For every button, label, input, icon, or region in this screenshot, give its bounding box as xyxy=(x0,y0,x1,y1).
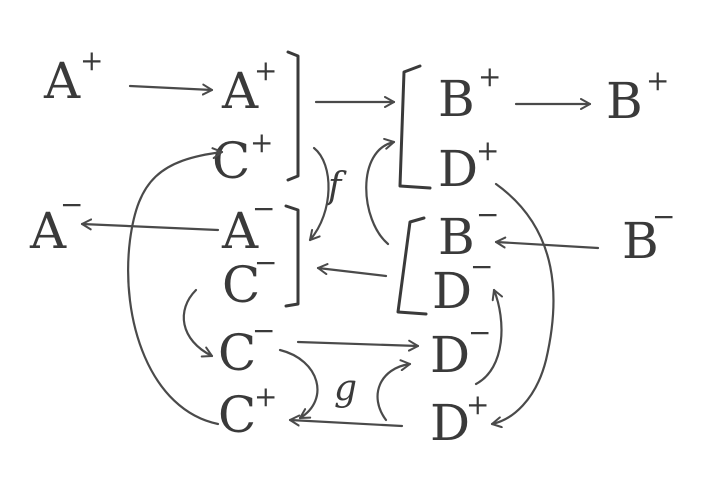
arrow-d-plus-to-d-minus xyxy=(376,359,412,422)
arrow-b-minus-up-curve xyxy=(365,137,396,246)
node-sup: − xyxy=(652,200,675,233)
node-base: A xyxy=(43,52,81,110)
arrow-d-plus-right-loop xyxy=(490,182,555,429)
node-sup: + xyxy=(250,126,273,159)
node-sup: + xyxy=(254,54,277,87)
node-a-plus-left: A + xyxy=(43,44,103,110)
node-base: C xyxy=(222,256,260,314)
node-c-plus-low: C + xyxy=(218,380,277,444)
node-sup: + xyxy=(80,44,103,77)
node-c-plus-top: C + xyxy=(212,126,273,190)
node-base: D xyxy=(438,140,478,198)
arrow-d-plus-up-right xyxy=(474,288,503,386)
arrow-f-curve xyxy=(308,146,330,242)
arrow-c-minus-down xyxy=(182,288,214,358)
arrow-c-plus-loop xyxy=(127,147,224,426)
bracket-right-top xyxy=(286,50,300,182)
arrow-a-plus-to-a-plus xyxy=(128,83,214,96)
node-sup: − xyxy=(252,192,275,225)
node-sup: − xyxy=(60,188,83,221)
arrow-d-plus-to-c-plus xyxy=(288,414,404,428)
node-sup: + xyxy=(476,134,499,167)
node-d-plus-low: D + xyxy=(430,388,489,452)
arrow-c-minus-to-d-minus xyxy=(296,339,420,352)
node-base: A xyxy=(29,202,67,260)
node-b-minus-right: B − xyxy=(622,200,675,270)
node-base: B xyxy=(622,212,659,270)
node-sup: + xyxy=(478,60,501,93)
node-c-minus-mid: C − xyxy=(222,246,277,314)
node-d-minus-low: D − xyxy=(430,316,491,384)
node-base: A xyxy=(221,62,259,120)
node-sup: − xyxy=(254,246,277,279)
arrow-a-minus-to-a-minus xyxy=(80,218,220,232)
node-base: C xyxy=(218,324,256,382)
arrow-g-curve xyxy=(278,348,319,420)
node-base: B xyxy=(438,70,475,128)
node-sup: − xyxy=(468,316,491,349)
node-a-minus-mid: A − xyxy=(221,192,275,260)
bracket-left-top xyxy=(398,64,432,190)
node-base: D xyxy=(432,262,472,320)
node-sup: + xyxy=(254,380,277,413)
node-base: C xyxy=(212,132,250,190)
node-b-plus-mid: B + xyxy=(438,60,501,128)
node-base: A xyxy=(221,202,259,260)
bracket-right-bottom xyxy=(284,204,300,308)
node-b-minus-mid: B − xyxy=(438,198,499,266)
node-base: B xyxy=(606,72,643,130)
node-base: D xyxy=(430,326,470,384)
node-base: B xyxy=(438,208,475,266)
node-c-minus-low: C − xyxy=(218,314,275,382)
node-b-plus-right: B + xyxy=(606,64,669,130)
node-a-plus-mid: A + xyxy=(221,54,277,120)
node-a-minus-left: A − xyxy=(29,188,83,260)
node-base: C xyxy=(218,386,256,444)
bracket-left-bottom xyxy=(396,216,428,316)
node-d-plus-top: D + xyxy=(438,134,499,198)
node-base: D xyxy=(430,394,470,452)
node-sup: − xyxy=(252,314,275,347)
map-label-g: g xyxy=(334,368,357,409)
node-sup: + xyxy=(646,64,669,97)
node-sup: − xyxy=(476,198,499,231)
node-d-minus-mid: D − xyxy=(432,250,493,320)
node-sup: + xyxy=(466,388,489,421)
node-sup: − xyxy=(470,250,493,283)
arrow-bracket-to-c-minus xyxy=(316,263,388,278)
arrow-b-minus-to-b-minus xyxy=(494,236,600,250)
